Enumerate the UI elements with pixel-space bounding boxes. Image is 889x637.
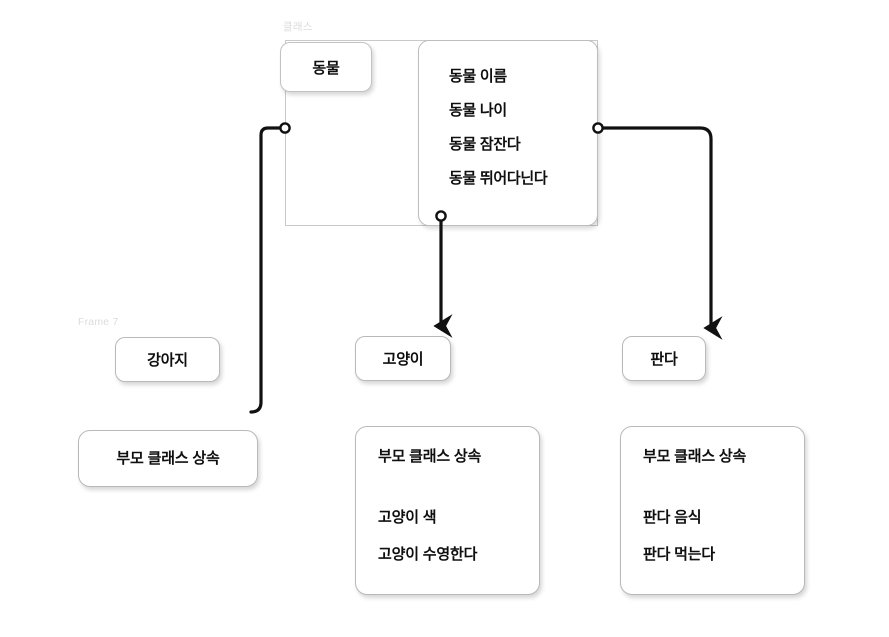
class-frame-label: 클래스 xyxy=(283,21,313,33)
inherit-label: 부모 클래스 상속 xyxy=(116,450,220,467)
subclass-box-cat[interactable]: 고양이 xyxy=(355,336,451,381)
class-attribute: 동물 나이 xyxy=(449,102,507,119)
detail-member: 고양이 수영한다 xyxy=(378,546,478,563)
class-attribute: 동물 이름 xyxy=(449,68,507,85)
class-attribute: 동물 뛰어다닌다 xyxy=(449,170,548,187)
connector-to-dog xyxy=(249,126,287,414)
inherit-label: 부모 클래스 상속 xyxy=(643,448,747,465)
class-title-box[interactable]: 동물 xyxy=(280,42,372,92)
subclass-box-panda[interactable]: 판다 xyxy=(622,336,706,381)
detail-member: 판다 음식 xyxy=(643,509,702,526)
inherit-label: 부모 클래스 상속 xyxy=(378,448,482,465)
spacer xyxy=(643,464,804,510)
detail-member: 고양이 색 xyxy=(378,509,437,526)
detail-member: 판다 먹는다 xyxy=(643,546,715,563)
connector-to-panda xyxy=(603,126,723,340)
frame-7-label: Frame 7 xyxy=(78,316,119,328)
detail-box-dog[interactable]: 부모 클래스 상속 xyxy=(78,430,258,487)
spacer xyxy=(378,464,539,510)
subclass-box-dog[interactable]: 강아지 xyxy=(115,337,220,382)
class-attribute: 동물 잠잔다 xyxy=(449,136,521,153)
detail-box-panda[interactable]: 부모 클래스 상속 판다 음식 판다 먹는다 xyxy=(620,426,805,595)
class-attributes-box[interactable]: 동물 이름 동물 나이 동물 잠잔다 동물 뛰어다닌다 xyxy=(418,40,598,226)
detail-box-cat[interactable]: 부모 클래스 상속 고양이 색 고양이 수영한다 xyxy=(355,426,540,595)
